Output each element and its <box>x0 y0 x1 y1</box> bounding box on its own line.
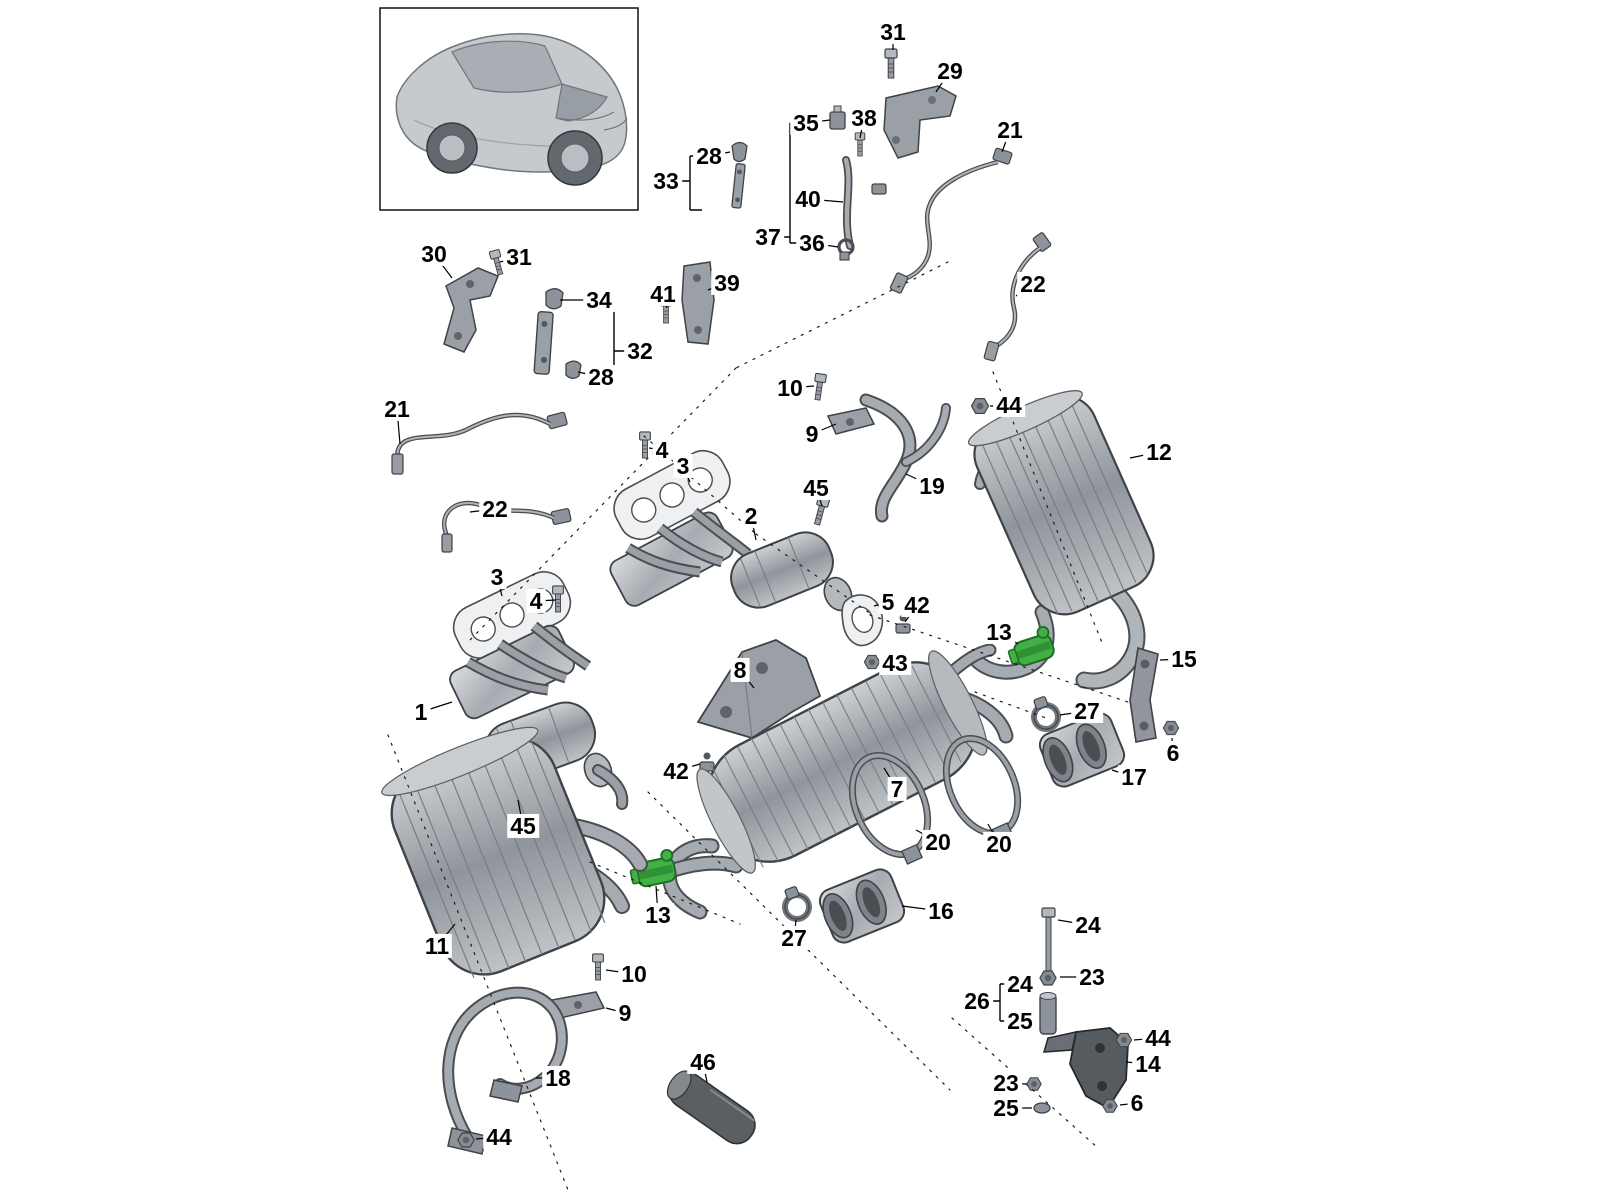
part-hanger-42-left <box>699 752 715 772</box>
part-muffler-left-11 <box>381 726 648 979</box>
part-pipe-19 <box>859 393 951 523</box>
part-bracket-14 <box>1042 1027 1129 1110</box>
part-nut-44-bottom-left <box>457 1132 475 1148</box>
part-bolt-31-left <box>488 248 506 277</box>
part-bracket-9-top <box>826 407 876 435</box>
part-washer-25-bottom <box>1033 1102 1051 1114</box>
part-bolt-41 <box>660 297 672 324</box>
part-tailpipe-17 <box>1038 712 1126 788</box>
part-oxygen-sensor-22-top <box>983 232 1052 362</box>
part-nut-23-top <box>1039 970 1057 986</box>
part-nut-43 <box>863 654 881 670</box>
part-clip-28-left <box>565 360 582 379</box>
part-bracket-32 <box>533 310 554 375</box>
part-center-muffler-7 <box>660 643 1014 920</box>
part-bolt-24 <box>1041 907 1056 977</box>
part-bracket-15 <box>1129 646 1159 743</box>
part-bracket-30 <box>443 267 499 353</box>
part-bolt-10-bottom <box>592 953 604 981</box>
assembly-dashed-lines <box>387 261 1129 1191</box>
part-bolt-10-top <box>811 372 828 402</box>
part-nut-23-bottom <box>1026 1077 1042 1091</box>
part-bracket-18 <box>442 986 568 1155</box>
part-tailpipe-16 <box>818 868 906 944</box>
part-gasket-3-top <box>613 449 731 541</box>
part-muffler-right-12 <box>967 390 1155 690</box>
part-oxygen-sensor-22-left <box>441 500 572 553</box>
part-nut-44-right <box>1115 1032 1133 1048</box>
part-bracket-39 <box>681 261 715 345</box>
part-tailpipe-trim-46 <box>666 1070 756 1145</box>
part-clamp-20-left <box>848 752 932 865</box>
part-bracket-29 <box>883 85 957 159</box>
part-nut-44-top <box>970 397 990 415</box>
part-strip-33 <box>731 163 746 209</box>
part-clamp-27-left <box>782 886 812 922</box>
car-inset <box>379 7 639 211</box>
part-clip-28-top <box>731 141 748 163</box>
part-clamp-36 <box>837 238 855 261</box>
part-sensor-holder-35 <box>829 105 846 130</box>
part-nut-6-right <box>1162 720 1180 736</box>
part-nut-6-bottom <box>1102 1099 1118 1113</box>
part-spacer-25 <box>1039 992 1057 1035</box>
car-rear-quarter-illustration <box>395 33 628 186</box>
part-stud-4-top <box>639 431 651 459</box>
part-bolt-31-top <box>884 48 898 79</box>
part-clip-34 <box>545 288 564 310</box>
part-strap-40 <box>842 156 887 250</box>
part-clamp-13-right-highlighted <box>1003 624 1058 671</box>
part-oxygen-sensor-21-top <box>889 147 1013 294</box>
part-clamp-27-right <box>1031 696 1061 732</box>
part-oxygen-sensor-21-left <box>391 411 568 475</box>
